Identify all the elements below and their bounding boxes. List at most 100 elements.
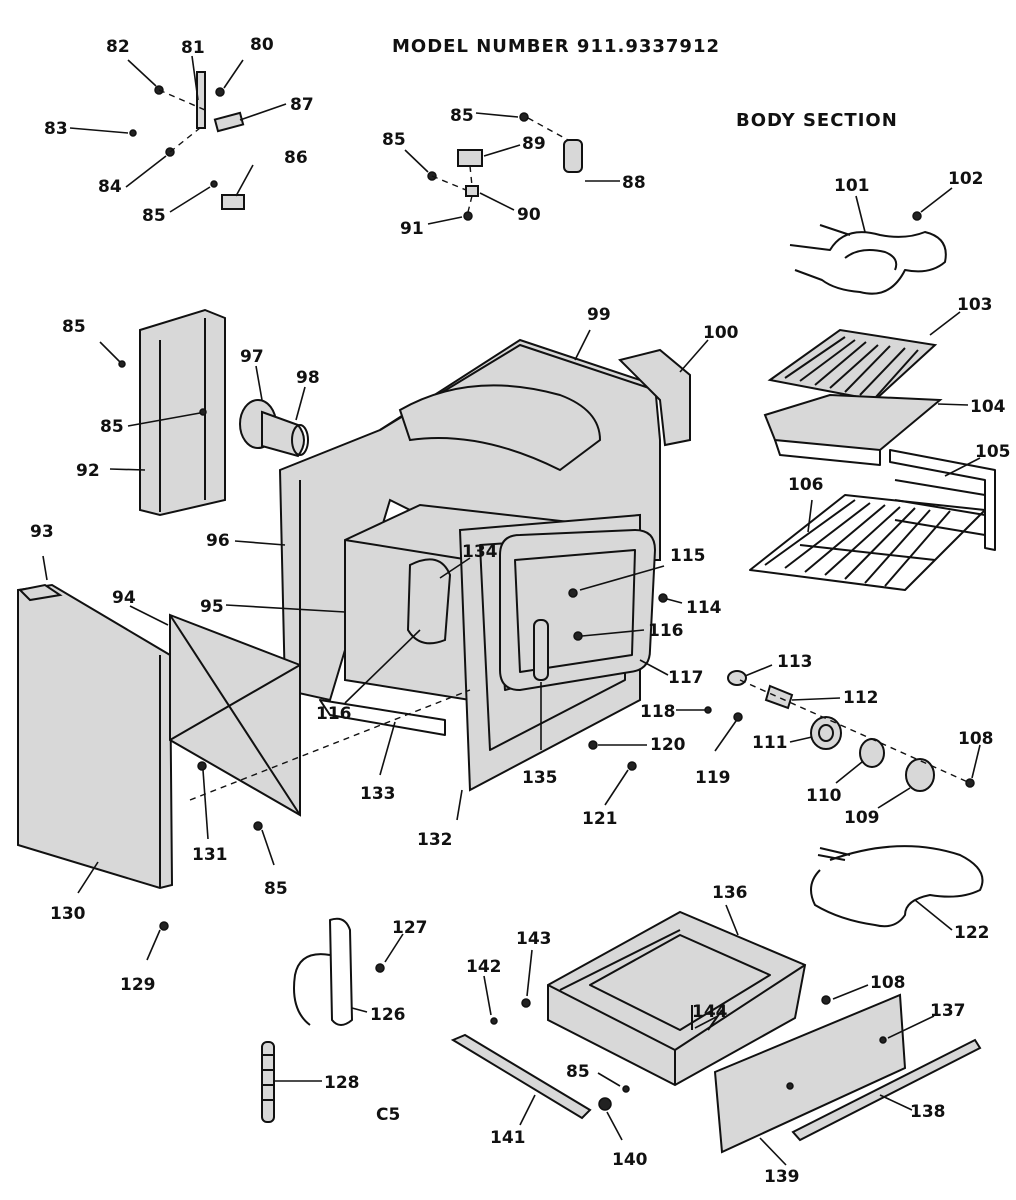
part-92-side-trim (118, 308, 226, 517)
part-100-bracket (618, 348, 691, 447)
callout-88: 88 (622, 173, 646, 193)
callout-labels: 80 81 82 83 84 85 86 87 85 85 88 89 90 9… (30, 35, 1011, 1187)
part-93-clip (17, 583, 63, 602)
part-138-drawer-rail (791, 1038, 982, 1142)
callout-134: 134 (462, 542, 498, 562)
part-114-screw (658, 593, 668, 603)
part-112-bulb (764, 684, 794, 710)
part-128-terminal-block (261, 1041, 275, 1123)
part-117-door-gasket (499, 528, 657, 692)
callout-138: 138 (910, 1102, 946, 1122)
part-90-nut (465, 185, 479, 197)
part-121-screw (627, 761, 637, 771)
callout-106: 106 (788, 475, 824, 495)
callout-129: 129 (120, 975, 156, 995)
part-103-broil-grid (767, 328, 938, 402)
part-85-screw-d (118, 360, 126, 368)
part-144-slide (691, 1005, 723, 1031)
callout-142: 142 (466, 957, 502, 977)
callout-95: 95 (200, 597, 224, 617)
callout-85-e: 85 (100, 417, 124, 437)
part-133-bottom-trim (189, 689, 471, 801)
part-85-screw-f (253, 821, 263, 831)
callout-87: 87 (290, 95, 314, 115)
callout-115: 115 (670, 546, 706, 566)
callout-80: 80 (250, 35, 274, 55)
callout-112: 112 (843, 688, 879, 708)
callout-109: 109 (844, 808, 880, 828)
callout-101: 101 (834, 176, 870, 196)
callout-137: 137 (930, 1001, 966, 1021)
callout-108-a: 108 (958, 729, 994, 749)
callout-94: 94 (112, 588, 136, 608)
part-127-clip (375, 963, 385, 973)
part-136-storage-drawer (547, 910, 807, 1087)
part-85-screw (210, 180, 218, 188)
callout-99: 99 (587, 305, 611, 325)
callout-85: 85 (142, 206, 166, 226)
callout-85-b: 85 (450, 106, 474, 126)
callout-85-g: 85 (566, 1062, 590, 1082)
callout-85-c: 85 (382, 130, 406, 150)
part-122-broil-element (810, 845, 984, 928)
callout-104: 104 (970, 397, 1006, 417)
callout-110: 110 (806, 786, 842, 806)
part-102-screw (912, 211, 922, 221)
callout-100: 100 (703, 323, 739, 343)
callout-102: 102 (948, 169, 984, 189)
callout-83: 83 (44, 119, 68, 139)
callout-136: 136 (712, 883, 748, 903)
part-94-insulation-panel (169, 613, 301, 817)
page-code: C5 (376, 1105, 400, 1125)
part-85-screw-e (199, 408, 207, 416)
part-143-nut (521, 998, 531, 1008)
callout-116-b: 116 (648, 621, 684, 641)
callout-141: 141 (490, 1128, 526, 1148)
part-111-ring (810, 716, 842, 750)
callout-143: 143 (516, 929, 552, 949)
part-89-switch (457, 149, 483, 167)
callout-119: 119 (695, 768, 731, 788)
callout-131: 131 (192, 845, 228, 865)
callout-140: 140 (612, 1150, 648, 1170)
part-130-side-panel (17, 583, 174, 890)
part-97-98-vent-duct (239, 399, 309, 458)
part-104-broil-pan (763, 393, 943, 466)
part-105-rack-support (889, 449, 996, 551)
part-139-drawer-front (713, 993, 907, 1154)
callout-116-a: 116 (316, 704, 352, 724)
part-85-screw-b (519, 112, 529, 122)
callout-130: 130 (50, 904, 86, 924)
callout-93: 93 (30, 522, 54, 542)
callout-127: 127 (392, 918, 428, 938)
part-108-screw-b (821, 995, 831, 1005)
callout-120: 120 (650, 735, 686, 755)
callout-114: 114 (686, 598, 722, 618)
callout-111: 111 (752, 733, 788, 753)
callout-126: 126 (370, 1005, 406, 1025)
model-number-title: MODEL NUMBER 911.9337912 (392, 36, 720, 57)
callout-81: 81 (181, 38, 205, 58)
part-86-clip (221, 194, 245, 210)
part-115-screw (568, 588, 578, 598)
part-109-lens (905, 758, 935, 792)
callout-86: 86 (284, 148, 308, 168)
top-middle-hardware-group (427, 112, 583, 221)
callout-132: 132 (417, 830, 453, 850)
callout-105: 105 (975, 442, 1011, 462)
part-87-clip (213, 111, 245, 133)
callout-82: 82 (106, 37, 130, 57)
callout-97: 97 (240, 347, 264, 367)
top-left-hardware-group (129, 71, 245, 210)
part-126-wiring-harness (293, 917, 385, 1026)
part-134-bracket (406, 558, 452, 645)
callout-85-f: 85 (264, 879, 288, 899)
callout-85-d: 85 (62, 317, 86, 337)
part-120-screw (588, 740, 598, 750)
part-81-bracket (196, 71, 206, 129)
part-83-screw (129, 129, 137, 137)
part-80-screw (215, 87, 225, 97)
part-135-light-socket (533, 619, 549, 681)
